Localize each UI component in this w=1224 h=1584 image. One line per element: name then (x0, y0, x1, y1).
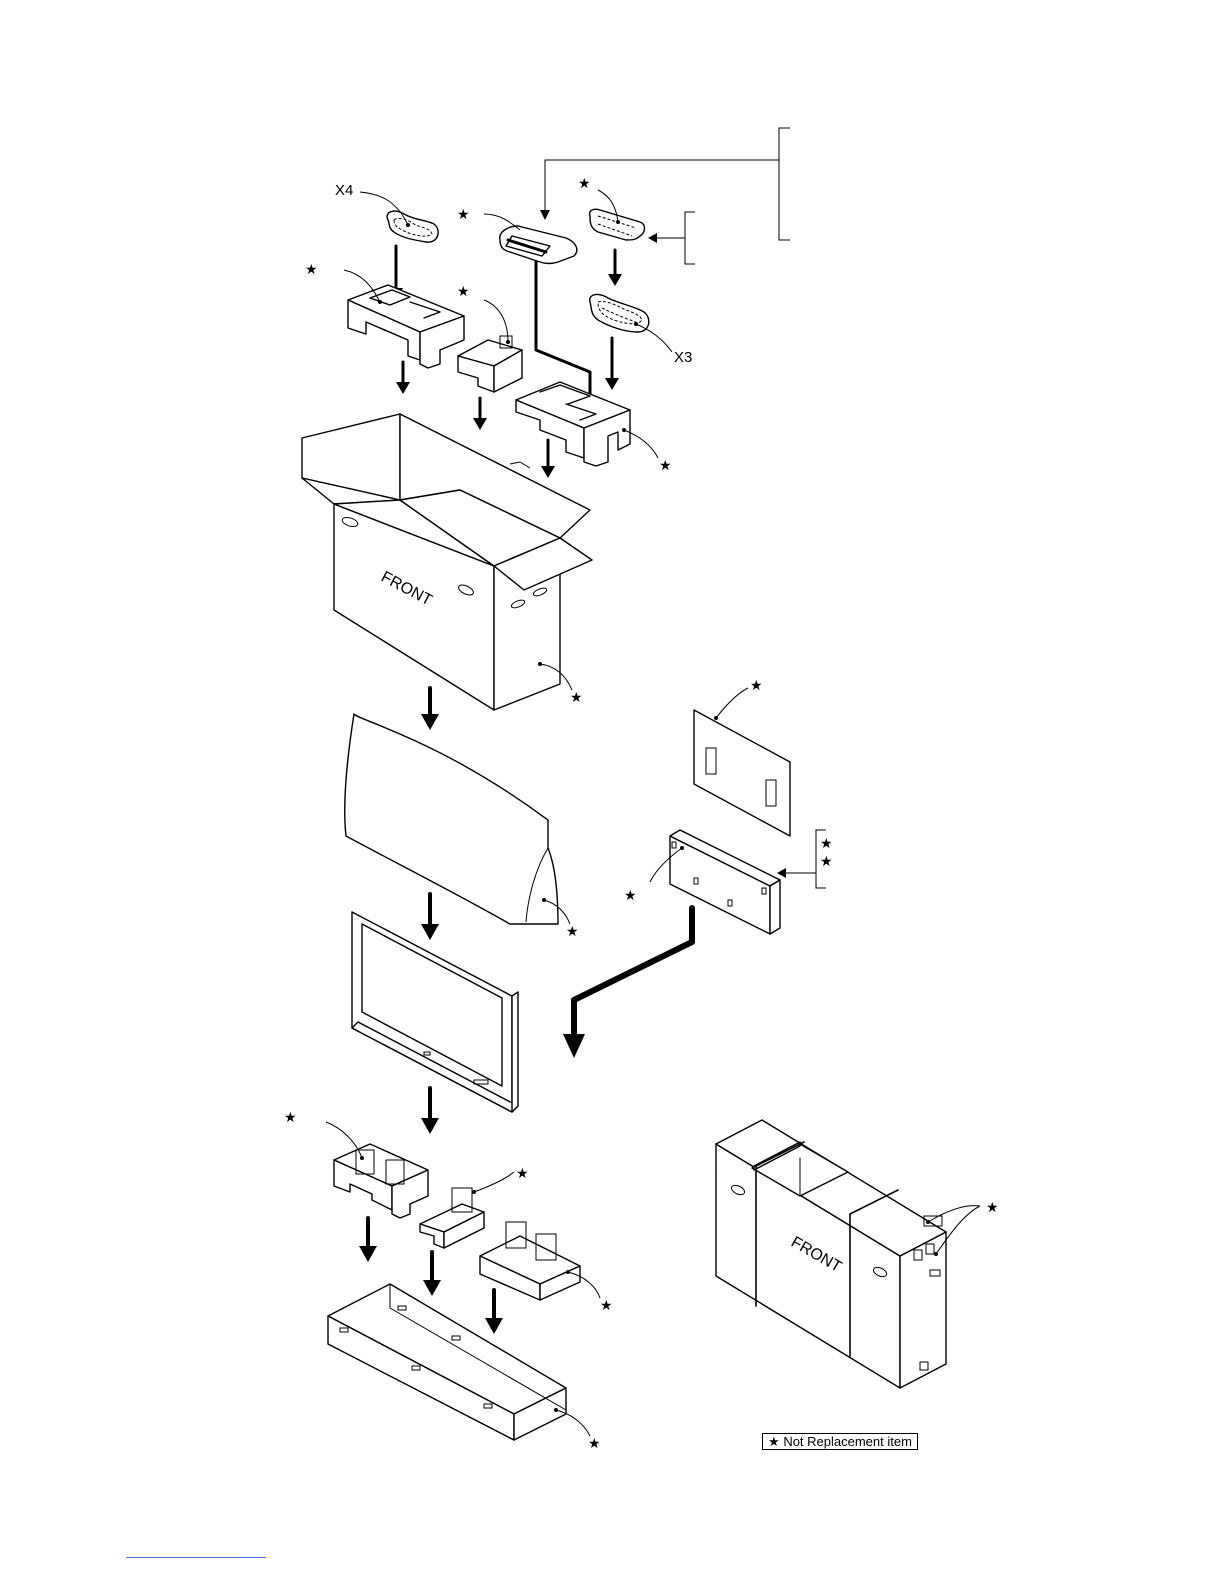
star-cushion-top-right: ★ (659, 458, 672, 474)
document-bag: ★ (457, 207, 577, 264)
bag-x3: X3 (590, 295, 693, 366)
star-cushion-bottom-right: ★ (600, 1298, 613, 1314)
bag-x4: X4 (335, 182, 438, 242)
star-cushion-top-left: ★ (305, 262, 318, 278)
star-pad-sheet: ★ (750, 678, 763, 694)
accessory-box: ★ ★ ★ (624, 830, 833, 934)
bottom-tray: ★ (328, 1284, 601, 1452)
protective-cover: ★ (345, 714, 579, 940)
cushion-top-left: ★ (305, 262, 464, 368)
star-packed-carton: ★ (986, 1200, 999, 1216)
star-cushion-bottom-left: ★ (284, 1110, 297, 1126)
footer-rule (126, 1557, 266, 1558)
qty-x3-label: X3 (674, 349, 692, 366)
star-label-sheet: ★ (578, 176, 591, 192)
star-accessory-box: ★ (624, 888, 637, 904)
star-carton: ★ (570, 690, 583, 706)
bracket-top-right (540, 128, 790, 264)
cushion-top-right: ★ (516, 382, 672, 474)
block-bottom-middle: ★ (420, 1166, 529, 1248)
star-accessory-1: ★ (820, 836, 833, 852)
block-middle: ★ (457, 284, 522, 392)
label-sheet: ★ (578, 176, 645, 240)
star-block-middle: ★ (457, 284, 470, 300)
pad-sheet: ★ (694, 678, 790, 836)
packed-carton: FRONT ★ (716, 1120, 999, 1388)
cushion-bottom-left: ★ (284, 1110, 428, 1218)
star-cover: ★ (566, 924, 579, 940)
legend-not-replacement: ★ Not Replacement item (762, 1433, 918, 1450)
star-document-bag: ★ (457, 207, 470, 223)
star-bottom-tray: ★ (588, 1436, 601, 1452)
lcd-tv-unit (352, 912, 518, 1112)
star-accessory-2: ★ (820, 854, 833, 870)
star-block-bottom: ★ (516, 1166, 529, 1182)
qty-x4-label: X4 (335, 182, 353, 199)
cushion-bottom-right: ★ (480, 1222, 613, 1314)
